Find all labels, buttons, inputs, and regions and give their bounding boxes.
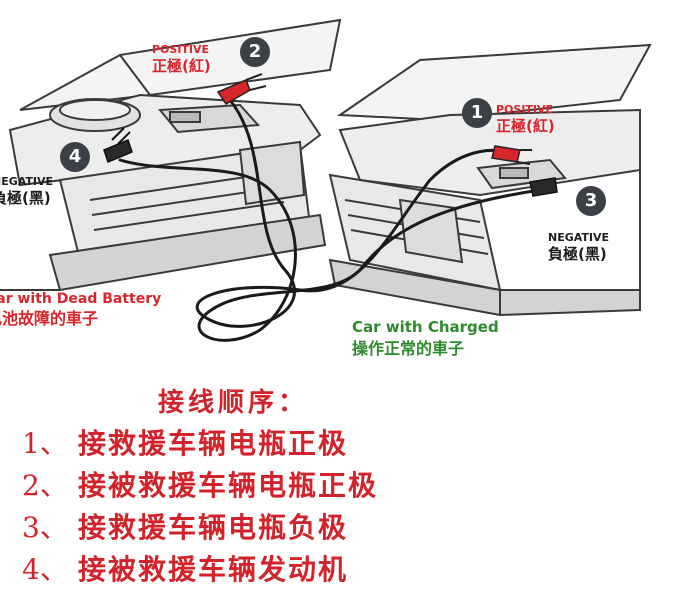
step-number: 3、 [22,511,68,544]
step-number: 1、 [22,427,68,460]
step-4: 4、接被救援车辆发动机 [22,548,348,588]
jumper-cables [118,98,542,342]
step-2: 2、接被救援车辆电瓶正极 [22,464,378,504]
dead-car-label-zh: 电池故障的車子 [0,309,99,328]
label-3-en: NEGATIVE [548,231,610,244]
charged-car-label-zh: 操作正常的車子 [352,339,465,358]
connection-order-instructions: 接线顺序： 1、接救援车辆电瓶正极 2、接被救援车辆电瓶正极 3、接救援车辆电瓶… [0,380,694,598]
step-text: 接被救援车辆电瓶正极 [78,469,379,502]
dead-car-illustration [0,18,342,292]
step-1: 1、接救援车辆电瓶正极 [22,422,348,462]
charged-car-illustration [328,43,652,317]
charged-car-label-en: Car with Charged [352,318,499,336]
clamp-4-black [103,127,133,164]
marker-2: 2 [240,37,270,67]
label-4-zh: 負極(黑) [0,189,51,207]
instructions-title: 接线顺序： [158,388,309,418]
label-2-en: POSITIVE [152,43,210,56]
label-3-zh: 負極(黑) [548,245,607,263]
step-text: 接救援车辆电瓶负极 [78,511,349,544]
marker-1: 1 [462,98,492,128]
marker-3: 3 [576,186,606,216]
step-3: 3、接救援车辆电瓶负极 [22,506,348,546]
dead-car-label-en: Car with Dead Battery [0,291,162,307]
step-text: 接救援车辆电瓶正极 [78,427,349,460]
diagram-illustration [0,18,652,342]
marker-4: 4 [60,142,90,172]
step-number: 4、 [22,553,68,586]
clamp-3-black [529,177,558,197]
clamp-2-red [216,73,267,106]
label-1-en: POSITIVE [496,103,554,116]
label-1-zh: 正極(紅) [496,117,555,135]
step-number: 2、 [22,469,68,502]
step-text: 接被救援车辆发动机 [78,553,349,586]
clamp-1-red [491,145,532,165]
label-2-zh: 正極(紅) [152,57,211,75]
label-4-en: NEGATIVE [0,175,54,188]
jump-start-diagram: 1 2 3 4 POSITIVE 正極(紅) POSITIVE 正極(紅) NE… [0,18,652,358]
